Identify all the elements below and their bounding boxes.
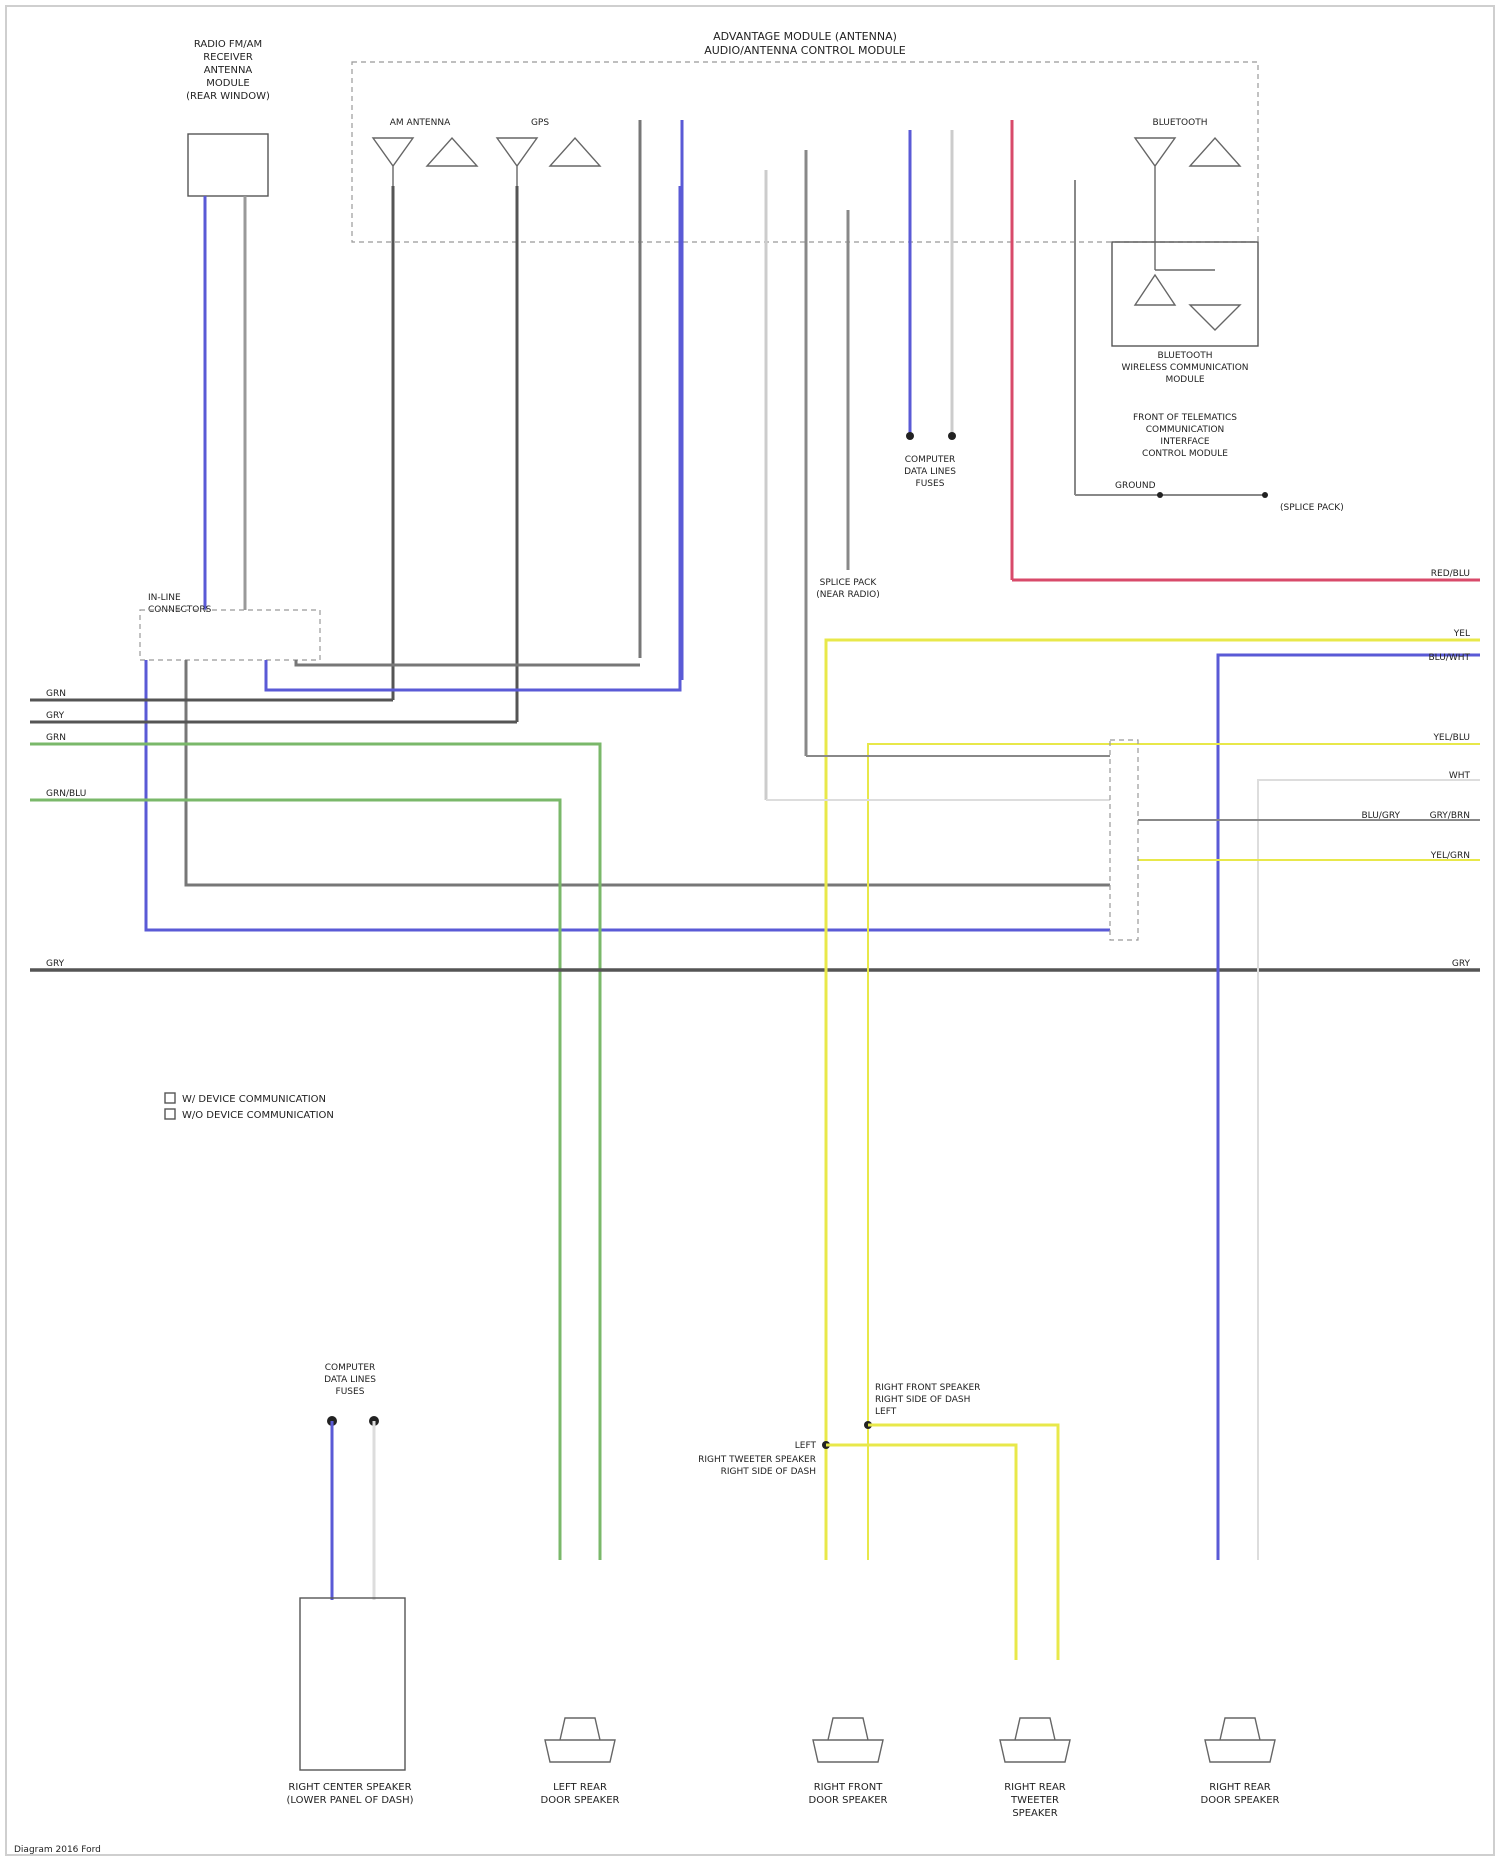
footer: Diagram 2016 Ford: [14, 1845, 101, 1855]
antenna-symbol-2: GPS: [497, 118, 600, 186]
mid-splice-2: DATA LINES: [904, 467, 956, 477]
front-note-upper3: LEFT: [875, 1407, 897, 1417]
speaker-left-rear: [545, 1718, 615, 1762]
speaker-right-rear-tweeter: [1000, 1718, 1070, 1762]
center-speaker-box: [300, 1598, 405, 1770]
front-note-upper2: RIGHT SIDE OF DASH: [875, 1395, 970, 1405]
module-title-2: AUDIO/ANTENNA CONTROL MODULE: [704, 44, 906, 57]
splice-bracket: [1110, 740, 1138, 940]
front-note-lower: LEFT: [795, 1441, 817, 1451]
radio-receiver-box: [188, 134, 268, 196]
radio-label-3: ANTENNA: [204, 65, 253, 76]
inline-connector-box: [140, 610, 320, 660]
legend-item-1: W/ DEVICE COMMUNICATION: [182, 1094, 326, 1105]
module-title-1: ADVANTAGE MODULE (ANTENNA): [713, 30, 897, 43]
bluetooth-antenna: BLUETOOTH: [1135, 118, 1240, 186]
right-wire-8: YEL/GRN: [1430, 851, 1470, 861]
comp-0-line1: RIGHT CENTER SPEAKER: [288, 1782, 411, 1793]
telematics-note-4: CONTROL MODULE: [1142, 449, 1228, 459]
module-pin-wires: [393, 120, 1155, 800]
splice-dot-2: [948, 432, 956, 440]
bl-splice-3: FUSES: [336, 1387, 365, 1397]
speaker-right-front: [813, 1718, 883, 1762]
comp-3-line1: RIGHT REAR: [1004, 1782, 1066, 1793]
comp-2-line1: RIGHT FRONT: [814, 1782, 884, 1793]
antenna-symbol-1: AM ANTENNA: [373, 118, 477, 186]
legend-item-2: W/O DEVICE COMMUNICATION: [182, 1110, 334, 1121]
left-wire-4: GRN/BLU: [46, 789, 86, 799]
bluetooth-box-3: MODULE: [1165, 375, 1204, 385]
right-wire-6: GRY/BRN: [1430, 811, 1470, 821]
comp-3-line2: TWEETER: [1010, 1795, 1059, 1806]
mid-splice-1: COMPUTER: [905, 455, 956, 465]
comp-1-line2: DOOR SPEAKER: [541, 1795, 620, 1806]
comp-2-line2: DOOR SPEAKER: [809, 1795, 888, 1806]
bluetooth-box-2: WIRELESS COMMUNICATION: [1121, 363, 1248, 373]
radio-label-2: RECEIVER: [203, 52, 253, 63]
comp-0-line2: (LOWER PANEL OF DASH): [286, 1795, 413, 1806]
left-harness: [30, 186, 1480, 1560]
bluetooth-label: BLUETOOTH: [1153, 118, 1208, 128]
telematics-note-3: INTERFACE: [1160, 437, 1209, 447]
left-wire-1: GRN: [46, 689, 66, 699]
right-wire-3: BLU/WHT: [1428, 653, 1470, 663]
radio-label-4: MODULE: [206, 78, 249, 89]
left-wire-5: GRY: [46, 959, 65, 969]
telematics-note-1: FRONT OF TELEMATICS: [1133, 413, 1237, 423]
comp-1-line1: LEFT REAR: [553, 1782, 607, 1793]
front-note-lower1: RIGHT TWEETER SPEAKER: [698, 1455, 816, 1465]
left-wire-3: GRN: [46, 733, 66, 743]
front-note-lower2: RIGHT SIDE OF DASH: [721, 1467, 816, 1477]
ground-right: (SPLICE PACK): [1280, 503, 1344, 513]
comp-4-line1: RIGHT REAR: [1209, 1782, 1271, 1793]
radio-label-1: RADIO FM/AM: [194, 39, 262, 50]
right-wire-2: YEL: [1453, 629, 1470, 639]
right-wire-5: WHT: [1449, 771, 1471, 781]
left-wire-2: GRY: [46, 711, 65, 721]
front-note-upper: RIGHT FRONT SPEAKER: [875, 1383, 980, 1393]
comp-4-line2: DOOR SPEAKER: [1201, 1795, 1280, 1806]
mid-splice-3: FUSES: [916, 479, 945, 489]
legend-box-1: [165, 1093, 175, 1103]
speaker-right-rear-door: [1205, 1718, 1275, 1762]
splice-pack-1: SPLICE PACK: [820, 578, 878, 588]
telematics-note-2: COMMUNICATION: [1146, 425, 1225, 435]
bluetooth-box: [1112, 242, 1258, 346]
bluetooth-box-1: BLUETOOTH: [1158, 351, 1213, 361]
bl-splice-2: DATA LINES: [324, 1375, 376, 1385]
radio-label-5: (REAR WINDOW): [186, 91, 270, 102]
right-wire-4: YEL/BLU: [1432, 733, 1470, 743]
inline-connector-1: IN-LINE: [148, 593, 181, 603]
right-wire-9: GRY: [1452, 959, 1471, 969]
right-wire-1: RED/BLU: [1431, 569, 1470, 579]
gps-label: GPS: [531, 118, 549, 128]
splice-pack-2: (NEAR RADIO): [816, 590, 879, 600]
splice-dot-1: [906, 432, 914, 440]
bl-splice-1: COMPUTER: [325, 1363, 376, 1373]
ground-left: GROUND: [1115, 481, 1156, 491]
comp-3-line3: SPEAKER: [1012, 1808, 1057, 1819]
am-antenna-label: AM ANTENNA: [390, 118, 451, 128]
legend-box-2: [165, 1109, 175, 1119]
right-wire-7: BLU/GRY: [1361, 811, 1400, 821]
right-harness: [766, 640, 1480, 1560]
